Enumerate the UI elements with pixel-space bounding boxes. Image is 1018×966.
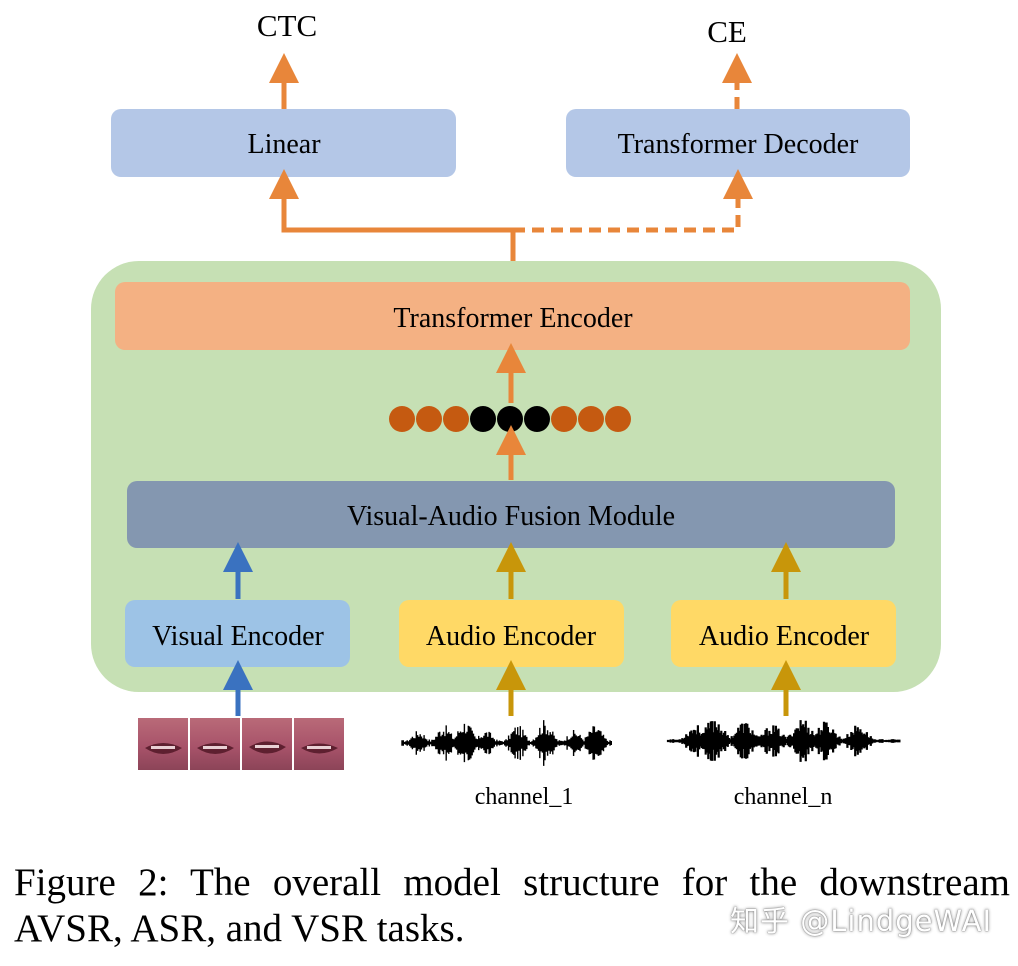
lip-frame-3 <box>242 718 292 770</box>
lip-frames <box>138 718 344 770</box>
linear-block <box>111 109 456 177</box>
visual-token <box>524 406 550 432</box>
transformer-decoder-label: Transformer Decoder <box>618 129 859 160</box>
lip-frame-1 <box>138 718 188 770</box>
model-diagram: CTC CE Linear Transformer Decoder Transf… <box>91 8 941 810</box>
channel-1-label: channel_1 <box>475 784 574 810</box>
fusion-module-block <box>127 481 895 548</box>
transformer-decoder-block <box>566 109 910 177</box>
linear-label: Linear <box>247 129 321 160</box>
visual-encoder-block <box>125 600 350 667</box>
fused-token-sequence <box>389 406 631 432</box>
audio-token <box>578 406 604 432</box>
channel-n-label: channel_n <box>734 784 833 810</box>
audio-encoder-1-block <box>399 600 624 667</box>
transformer-encoder-label: Transformer Encoder <box>393 303 633 334</box>
encoder-to-decoder-connector <box>513 169 753 233</box>
lip-frame-4 <box>294 718 344 770</box>
waveform-channel-n <box>666 720 901 762</box>
ce-output-label: CE <box>707 14 747 49</box>
waveform-channel-1 <box>401 720 612 766</box>
fusion-module-label: Visual-Audio Fusion Module <box>347 501 675 532</box>
encoder-panel <box>91 261 941 692</box>
ctc-output-label: CTC <box>257 8 317 43</box>
encoder-to-linear-connector <box>269 169 516 282</box>
audio-encoder-1-label: Audio Encoder <box>426 621 597 652</box>
audio-token <box>416 406 442 432</box>
audio-token <box>389 406 415 432</box>
audio-token <box>605 406 631 432</box>
audio-token <box>551 406 577 432</box>
audio-token <box>443 406 469 432</box>
visual-token <box>497 406 523 432</box>
transformer-encoder-block <box>115 282 910 350</box>
visual-encoder-label: Visual Encoder <box>152 621 324 652</box>
audio-encoder-n-label: Audio Encoder <box>699 621 870 652</box>
audio-encoder-n-block <box>671 600 896 667</box>
lip-frame-2 <box>190 718 240 770</box>
figure-caption: Figure 2: The overall model structure fo… <box>14 861 1010 950</box>
visual-token <box>470 406 496 432</box>
